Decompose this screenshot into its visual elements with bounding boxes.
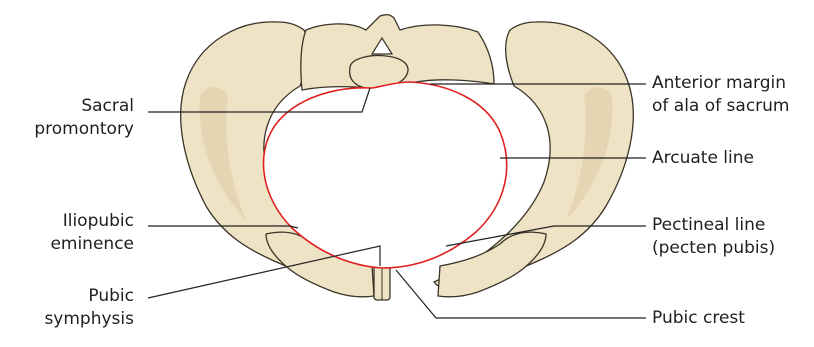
label-iliopubic-eminence: Iliopubic eminence: [50, 210, 134, 256]
label-pectineal-line: Pectineal line (pecten pubis): [652, 214, 775, 260]
label-pubic-symphysis: Pubic symphysis: [44, 285, 134, 331]
leader-pubic-crest: [396, 270, 646, 318]
label-sacral-promontory: Sacral promontory: [34, 95, 134, 141]
label-pubic-crest: Pubic crest: [652, 307, 745, 330]
label-arcuate-line: Arcuate line: [652, 147, 754, 170]
label-anterior-margin: Anterior margin of ala of sacrum: [652, 72, 790, 118]
